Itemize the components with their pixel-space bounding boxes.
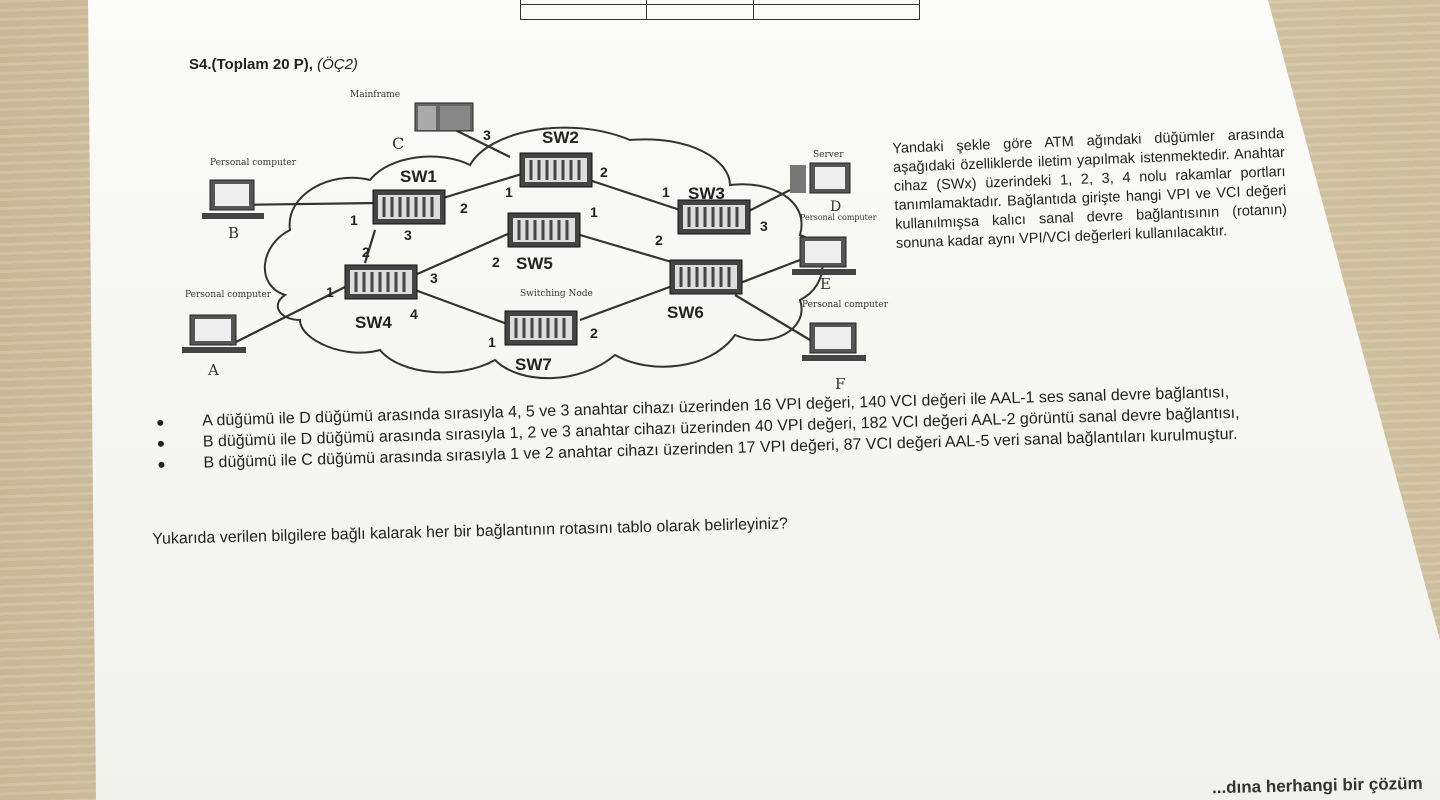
answer-table-fragment (520, 0, 920, 20)
svg-text:A: A (207, 361, 219, 379)
pc-b: Personal computer B (202, 158, 297, 242)
svg-text:1: 1 (505, 184, 513, 200)
sw3-label: SW3 (688, 184, 725, 203)
svg-text:Personal computer: Personal computer (185, 290, 272, 300)
atm-network-diagram: SW1 SW2 SW3 SW4 SW5 SW6 SW7 1 2 (182, 90, 889, 393)
svg-text:Personal computer: Personal computer (800, 213, 877, 222)
pc-f: Personal computer F (802, 300, 889, 393)
svg-text:2: 2 (492, 254, 500, 270)
svg-text:2: 2 (460, 200, 468, 216)
switch-sw3: SW3 (677, 184, 751, 235)
svg-text:Personal computer: Personal computer (210, 158, 297, 168)
svg-text:3: 3 (760, 218, 768, 234)
sw4-label: SW4 (355, 313, 392, 332)
pc-a: Personal computer A (182, 290, 272, 379)
sw7-label: SW7 (515, 355, 552, 374)
switch-sw1: SW1 (372, 167, 446, 225)
switch-sw5: SW5 (507, 212, 581, 273)
server-d: Server D Personal computer (790, 150, 877, 222)
svg-text:3: 3 (430, 270, 438, 286)
svg-text:F: F (835, 375, 845, 393)
problem-description: Yandaki şekle göre ATM ağındaki düğümler… (892, 125, 1288, 252)
svg-text:B: B (228, 224, 239, 242)
svg-text:1: 1 (590, 204, 598, 220)
question-title: S4.(Toplam 20 P), (ÖÇ2) (189, 56, 358, 73)
svg-text:3: 3 (404, 227, 412, 243)
mainframe-c: Mainframe C (350, 90, 474, 153)
sw6-label: SW6 (667, 303, 704, 322)
port-numbers: 1 2 3 2 1 3 4 3 1 2 2 1 1 2 3 1 2 (326, 127, 768, 350)
svg-text:1: 1 (326, 284, 334, 300)
svg-text:4: 4 (410, 306, 418, 322)
svg-text:Mainframe: Mainframe (350, 90, 400, 100)
network-links (229, 124, 811, 346)
svg-text:C: C (392, 134, 404, 153)
sw5-label: SW5 (516, 254, 553, 273)
svg-text:2: 2 (590, 325, 598, 341)
switch-sw4: SW4 (344, 264, 418, 332)
switching-node-caption: Switching Node (520, 289, 593, 299)
svg-text:Personal computer: Personal computer (802, 300, 889, 310)
svg-text:2: 2 (655, 232, 663, 248)
switch-sw7: SW7 (504, 310, 578, 374)
svg-text:3: 3 (483, 127, 491, 143)
svg-text:1: 1 (662, 184, 670, 200)
svg-text:1: 1 (488, 334, 496, 350)
svg-text:1: 1 (350, 212, 358, 228)
sw2-label: SW2 (542, 128, 579, 147)
svg-text:Server: Server (813, 150, 844, 160)
switch-sw6: SW6 (667, 259, 743, 322)
svg-text:2: 2 (362, 244, 370, 260)
svg-text:D: D (830, 199, 841, 215)
switch-sw2: SW2 (519, 128, 593, 188)
pc-e: E (792, 236, 856, 293)
svg-text:2: 2 (600, 164, 608, 180)
sw1-label: SW1 (400, 167, 437, 186)
svg-text:E: E (820, 275, 831, 293)
